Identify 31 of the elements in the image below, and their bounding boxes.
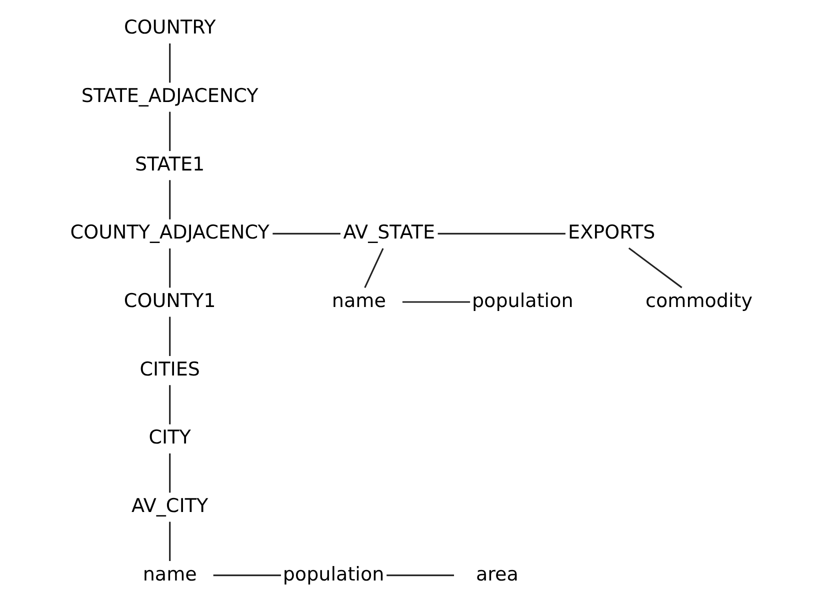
node-text: population [471, 290, 573, 312]
node-text: commodity [645, 290, 752, 312]
connector [168, 180, 170, 220]
node-text: population [282, 563, 384, 586]
connector [212, 574, 280, 576]
node-text: STATE1 [134, 153, 204, 176]
node-text: CITY [148, 426, 190, 449]
node-text: CITIES [139, 358, 200, 380]
connector [402, 301, 470, 303]
node-text: COUNTRY [123, 16, 216, 39]
connector [168, 112, 170, 152]
connector [168, 43, 170, 83]
connector [168, 522, 170, 561]
node-text: name [142, 563, 196, 586]
connector [437, 232, 565, 234]
connector [168, 248, 170, 288]
node-text: EXPORTS [568, 222, 655, 244]
node-text: AV_STATE [342, 222, 435, 244]
connector [168, 385, 170, 424]
node-text: COUNTY_ADJACENCY [70, 222, 269, 244]
connector [168, 453, 170, 493]
connector [386, 574, 454, 576]
connector [272, 232, 340, 234]
connector [364, 248, 384, 288]
node-text: name [331, 290, 386, 312]
connector [628, 248, 682, 288]
node-text: area [475, 563, 518, 586]
node-text: COUNTY1 [123, 290, 216, 312]
node-text: STATE_ADJACENCY [80, 84, 258, 107]
connector [168, 316, 170, 356]
node-text: AV_CITY [131, 494, 208, 517]
